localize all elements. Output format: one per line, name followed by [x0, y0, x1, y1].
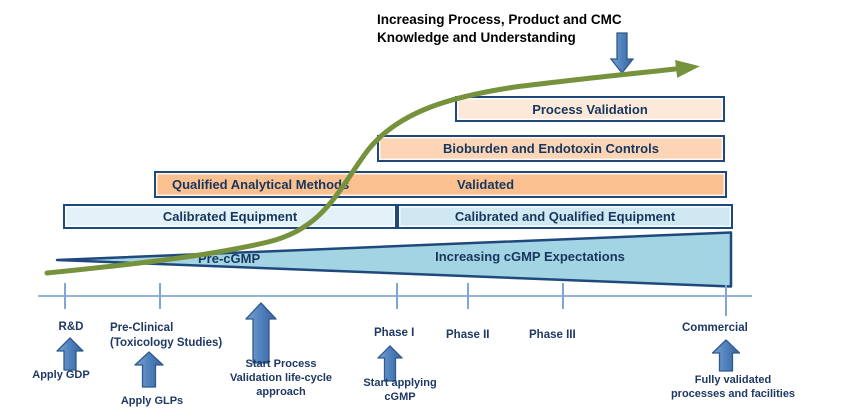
phase-label-phase3: Phase III [529, 329, 576, 341]
annotation-start-cgmp: Start applying cGMP [352, 376, 448, 404]
up-arrow-icon-glp [134, 351, 164, 388]
annotation-process-validation: Start Process Validation life-cycle appr… [208, 357, 354, 399]
process-validation-label: Process Validation [532, 101, 648, 117]
qualified-analytical-methods-bar: Qualified Analytical Methods Validated [154, 171, 727, 198]
qualified-methods-label: Qualified Analytical Methods [172, 177, 350, 192]
calibrated-qualified-equipment-bar: Calibrated and Qualified Equipment [397, 204, 733, 229]
validated-label: Validated [457, 177, 515, 192]
cgmp-note-line1: Start applying [363, 377, 437, 389]
phase-label-commercial: Commercial [682, 322, 748, 334]
annotation-apply-gdp: Apply GDP [32, 369, 90, 381]
up-arrow-icon-process-validation [245, 302, 277, 364]
full-note-line1: Fully validated [694, 374, 772, 386]
bioburden-label: Bioburden and Endotoxin Controls [443, 141, 659, 156]
pv-note-line1: Start Process [245, 358, 317, 370]
preclinical-line2: (Toxicology Studies) [110, 337, 223, 349]
pv-note-line2: Validation life-cycle [229, 372, 333, 384]
cgmp-expectations-label: Increasing cGMP Expectations [435, 249, 625, 264]
pv-note-line3: approach [256, 386, 306, 398]
phase-label-rnd: R&D [58, 321, 84, 333]
up-arrow-icon-gdp [56, 337, 84, 371]
cgmp-note-line2: cGMP [384, 391, 416, 403]
timeline-ticks [64, 283, 727, 316]
calibrated-qualified-label: Calibrated and Qualified Equipment [454, 209, 676, 224]
phase-label-phase2: Phase II [446, 329, 490, 341]
phase-label-phase1: Phase I [374, 327, 415, 339]
phase-label-preclinical: Pre-Clinical (Toxicology Studies) [110, 321, 222, 351]
calibrated-equipment-label: Calibrated Equipment [162, 209, 298, 224]
title-line2: Knowledge and Understanding [377, 30, 576, 45]
process-validation-bar: Process Validation [455, 96, 725, 122]
pre-cgmp-label: Pre-cGMP [198, 251, 261, 266]
diagram-title: Increasing Process, Product and CMC Know… [377, 11, 707, 47]
bioburden-endotoxin-bar: Bioburden and Endotoxin Controls [377, 135, 725, 162]
up-arrow-icon-commercial [711, 339, 741, 372]
annotation-fully-validated: Fully validated processes and facilities [656, 373, 810, 401]
calibrated-equipment-bar: Calibrated Equipment [63, 204, 397, 229]
title-line1: Increasing Process, Product and CMC [377, 12, 622, 27]
preclinical-line1: Pre-Clinical [110, 322, 174, 334]
annotation-apply-glp: Apply GLPs [120, 395, 184, 407]
full-note-line2: processes and facilities [670, 388, 796, 400]
